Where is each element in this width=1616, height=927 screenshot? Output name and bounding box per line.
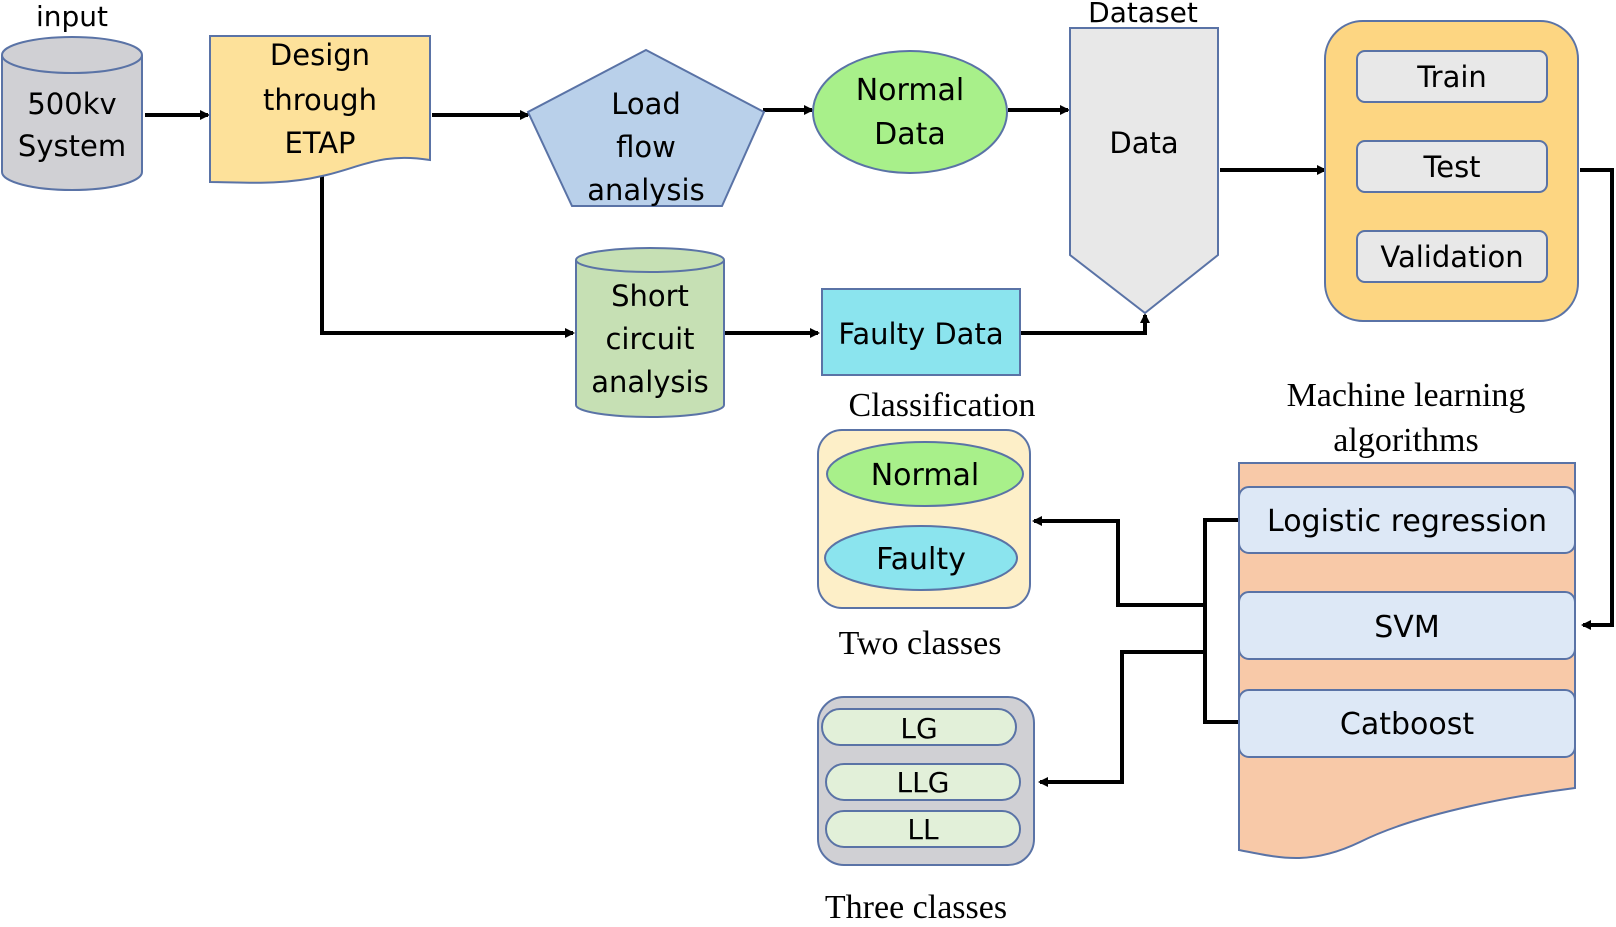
normal-data-label-line2: Data: [874, 117, 946, 152]
load-flow-label-line3: analysis: [587, 173, 704, 207]
three-classes-caption: Three classes: [825, 889, 1007, 926]
ml-title-line1: Machine learning: [1287, 377, 1526, 414]
normal-data-label-line1: Normal: [856, 73, 965, 108]
connectors: [145, 105, 1614, 787]
dataset-title: Dataset: [1088, 0, 1198, 29]
arrow-faulty-to-dataset: [1020, 313, 1150, 335]
train-label: Train: [1416, 60, 1487, 94]
classification-title: Classification: [849, 387, 1036, 424]
validation-label: Validation: [1380, 240, 1523, 274]
connector-algorithms-bus: [1203, 518, 1239, 724]
dataset-data-label: Data: [1109, 126, 1178, 160]
short-circuit-label-line1: Short: [611, 279, 689, 313]
logistic-regression-label: Logistic regression: [1267, 504, 1547, 539]
input-label: input: [36, 0, 108, 33]
system-cylinder: 500kv System: [1, 36, 143, 191]
llg-class-label: LLG: [897, 766, 950, 799]
short-circuit-label-line3: analysis: [591, 365, 708, 399]
arrow-algorithms-to-two-classes: [1032, 516, 1205, 607]
ll-class-pill: [825, 810, 1021, 848]
arrow-split-to-svm: [1580, 168, 1614, 630]
short-circuit-cylinder: Short circuit analysis: [575, 247, 725, 418]
dataset-shape: Data: [1069, 27, 1219, 315]
load-flow-label-line1: Load: [611, 87, 681, 121]
system-label-line1: 500kv: [27, 87, 116, 121]
normal-data-ellipse: Normal Data: [812, 50, 1008, 174]
design-label-line3: ETAP: [284, 126, 355, 160]
faulty-class-ellipse: [824, 525, 1018, 591]
design-document: Design through ETAP: [209, 35, 431, 184]
data-split-panel: Train Test Validation: [1324, 20, 1579, 322]
two-classes-caption: Two classes: [839, 625, 1002, 662]
faulty-class-label: Faulty: [876, 542, 966, 577]
faulty-data-box: Faulty Data: [821, 288, 1021, 376]
catboost-label: Catboost: [1340, 707, 1474, 742]
two-classes-panel: Normal Faulty: [817, 429, 1031, 609]
ll-class-label: LL: [907, 813, 939, 846]
lg-class-pill: [821, 708, 1017, 746]
three-classes-panel: LG LLG LL: [817, 696, 1035, 866]
svm-box: [1238, 591, 1576, 660]
algorithms-panel: Logistic regression SVM Catboost: [1238, 462, 1576, 859]
lg-class-label: LG: [900, 712, 937, 745]
arrow-algorithms-to-three-classes: [1038, 650, 1205, 787]
ml-title-line2: algorithms: [1333, 422, 1478, 459]
arrow-design-to-shortcircuit: [320, 176, 575, 338]
load-flow-label-line2: flow: [616, 130, 676, 164]
design-label-line2: through: [263, 83, 377, 117]
system-label-line2: System: [18, 129, 126, 163]
logistic-regression-box: [1238, 486, 1576, 554]
svm-label: SVM: [1374, 610, 1439, 645]
validation-box: [1356, 230, 1548, 283]
train-box: [1356, 50, 1548, 103]
design-label-line1: Design: [270, 38, 370, 72]
test-label: Test: [1422, 150, 1480, 184]
normal-class-ellipse: [826, 441, 1024, 507]
llg-class-pill: [825, 763, 1021, 801]
load-flow-pentagon: Load flow analysis: [526, 48, 766, 207]
catboost-box: [1238, 689, 1576, 758]
test-box: [1356, 140, 1548, 193]
faulty-data-label: Faulty Data: [838, 317, 1003, 351]
normal-class-label: Normal: [871, 458, 980, 493]
short-circuit-label-line2: circuit: [605, 322, 694, 356]
